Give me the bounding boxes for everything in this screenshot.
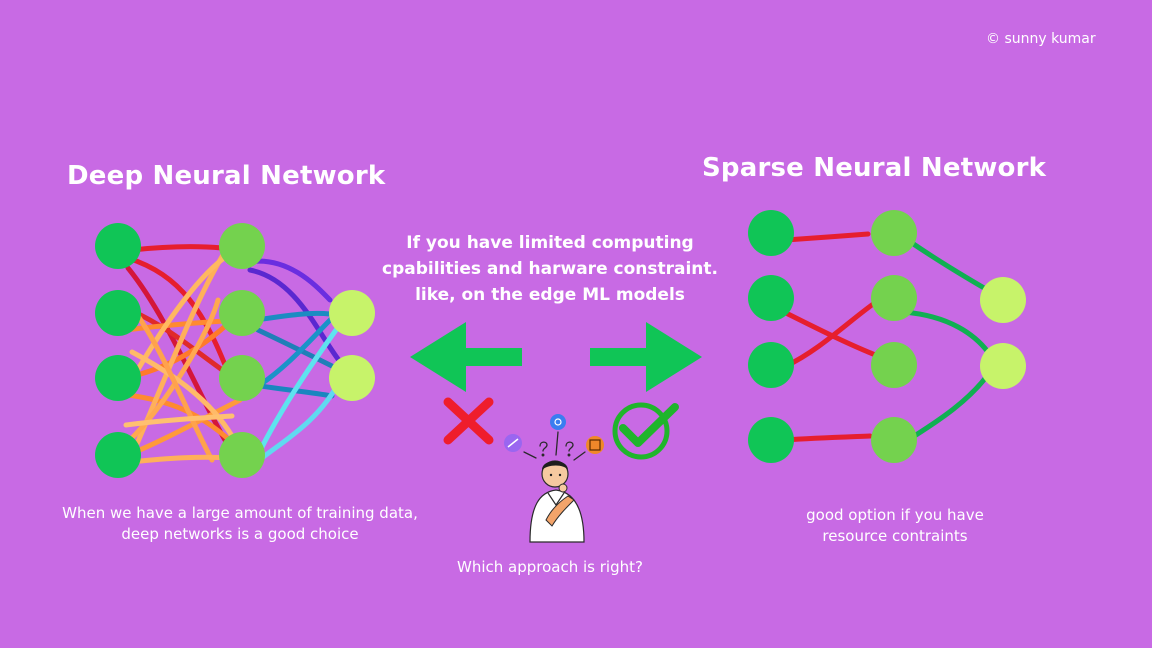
deep-hidden-node xyxy=(219,432,265,478)
idea-bubble-icon xyxy=(550,414,566,430)
deep-edge xyxy=(129,349,235,439)
sparse-edge xyxy=(783,231,871,243)
sparse-network-nodes xyxy=(748,210,1026,463)
deep-edge xyxy=(255,327,339,458)
idea-bubble-icon xyxy=(586,436,604,454)
copyright-text: © sunny kumar xyxy=(986,31,1096,47)
deep-network-caption: When we have a large amount of training … xyxy=(40,503,440,545)
deep-hidden-node xyxy=(219,355,265,401)
sparse-network xyxy=(748,210,1026,463)
deep-input-node xyxy=(95,432,141,478)
deep-input-node xyxy=(95,355,141,401)
deep-edge xyxy=(245,258,333,303)
sparse-hidden-node xyxy=(871,342,917,388)
sparse-edge xyxy=(901,309,991,355)
sparse-network-title: Sparse Neural Network xyxy=(702,153,1047,183)
question-mark-icon xyxy=(565,441,574,452)
deep-caption-line2: deep networks is a good choice xyxy=(121,525,359,543)
sparse-caption-line2: resource contraints xyxy=(822,527,968,545)
deep-network-connections xyxy=(121,244,351,465)
sparse-edge xyxy=(781,433,873,443)
sparse-output-node xyxy=(980,343,1026,389)
deep-network xyxy=(95,223,375,478)
sparse-input-node xyxy=(748,417,794,463)
deep-edge xyxy=(129,244,225,253)
left-arrow-icon xyxy=(410,322,522,392)
deep-network-nodes xyxy=(95,223,375,478)
deep-input-node xyxy=(95,290,141,336)
deep-output-node xyxy=(329,355,375,401)
deep-hidden-node xyxy=(219,223,265,269)
center-note-line2: cpabilities and harware constraint. xyxy=(382,259,718,279)
deep-caption-line1: When we have a large amount of training … xyxy=(62,504,418,522)
question-mark-icon xyxy=(539,441,548,452)
deep-edge xyxy=(125,255,235,386)
right-arrow-icon xyxy=(590,322,702,392)
sparse-network-caption: good option if you have resource contrai… xyxy=(765,505,1025,547)
deep-edge xyxy=(127,247,229,463)
deep-edge xyxy=(253,310,333,323)
deep-hidden-node xyxy=(219,290,265,336)
deep-edge xyxy=(123,413,235,428)
deep-edge xyxy=(127,454,235,465)
center-note-line3: like, on the edge ML models xyxy=(415,285,685,305)
sparse-hidden-node xyxy=(871,210,917,256)
sparse-edge xyxy=(905,369,993,443)
sparse-edge xyxy=(783,299,879,369)
check-circle-icon xyxy=(612,402,679,460)
sparse-hidden-node xyxy=(871,275,917,321)
center-note-line1: If you have limited computing xyxy=(406,233,694,253)
thinking-person-illustration xyxy=(504,414,604,543)
question-caption: Which approach is right? xyxy=(457,558,643,576)
sparse-input-node xyxy=(748,342,794,388)
deep-output-node xyxy=(329,290,375,336)
sparse-output-node xyxy=(980,277,1026,323)
center-note: If you have limited computing cpabilitie… xyxy=(380,230,720,308)
sparse-input-node xyxy=(748,210,794,256)
deep-network-title: Deep Neural Network xyxy=(67,161,386,191)
sparse-input-node xyxy=(748,275,794,321)
sparse-network-connections xyxy=(781,231,1001,443)
deep-edge xyxy=(259,377,343,461)
deep-input-node xyxy=(95,223,141,269)
sparse-hidden-node xyxy=(871,417,917,463)
cross-icon xyxy=(443,397,494,445)
sparse-caption-line1: good option if you have xyxy=(806,506,984,524)
